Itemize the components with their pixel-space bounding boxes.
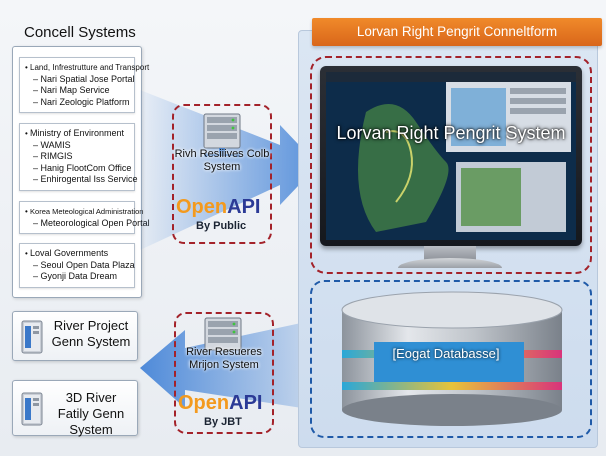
group-item: Seoul Open Data Plaza <box>25 260 135 272</box>
3d-river-system-box: 3D River Fatily Genn System <box>12 380 138 437</box>
upper-openapi-frame <box>172 104 272 244</box>
lower-arrow-shape <box>140 320 315 410</box>
system-frame <box>310 56 592 274</box>
group-heading: Land, Infrestrutture and Transport <box>25 62 149 74</box>
server-rack-icon <box>202 316 244 357</box>
platform-title: Lorvan Right Pengrit Conneltform <box>312 18 602 46</box>
upper-provider-label: By Public <box>196 220 247 232</box>
openapi-api-text: API <box>229 392 263 414</box>
server-icon <box>21 392 43 431</box>
group-item: Nari Zeologic Platform <box>25 97 130 109</box>
monitor-screen: Lorvan Right Pengrit System <box>326 72 576 240</box>
system-label: River Project Genn System <box>51 318 131 349</box>
system-group-land: Land, Infrestrutture and Transport Nari … <box>19 57 149 114</box>
group-item: Hanig FlootCom Office <box>25 163 132 175</box>
upper-openapi-logo: OpenAPI <box>176 196 260 219</box>
group-item: RIMGIS <box>25 151 129 163</box>
openapi-api-text: API <box>227 196 261 218</box>
group-item: WAMIS <box>25 140 129 152</box>
server-rack-icon <box>200 112 244 163</box>
group-item: Gyonji Data Dream <box>25 271 129 283</box>
upper-arrow-shape <box>140 90 318 250</box>
database-frame <box>310 280 592 438</box>
upper-system-label: Rivh Resiiives Colb System <box>174 148 270 173</box>
monitor-stand-neck <box>424 246 476 260</box>
lower-provider-label: By JBT <box>204 416 242 428</box>
database-cylinder-icon <box>334 290 570 435</box>
group-item: Nari Spatial Jose Portal <box>25 74 135 86</box>
group-item: Nari Map Service <box>25 85 129 97</box>
system-group-meteorology: Korea Meteological Administration Meteor… <box>19 201 150 235</box>
connected-systems-panel: Land, Infrestrutture and Transport Nari … <box>12 46 150 298</box>
database-label: [Eogat Databasse] <box>392 346 500 361</box>
openapi-open-text: Open <box>178 392 230 414</box>
system-group-local-governments: Loval Governments Seoul Open Data Plaza … <box>19 243 135 288</box>
server-icon <box>21 320 43 359</box>
map-screenshot-image <box>326 72 576 240</box>
system-label: 3D River Fatily Genn System <box>57 390 125 437</box>
openapi-open-text: Open <box>176 196 228 218</box>
lower-system-label: River Resueres Mrijon System <box>186 346 262 371</box>
monitor-title: Lorvan Right Pengrit System <box>336 123 566 143</box>
monitor-stand-base <box>398 258 502 268</box>
group-item: Enhirogental Iss Service <box>25 174 138 186</box>
monitor: Lorvan Right Pengrit System <box>320 66 582 246</box>
group-heading: Ministry of Environment <box>25 128 129 140</box>
group-heading: Korea Meteological Administration <box>25 206 143 218</box>
group-item: Meteorological Open Portal <box>25 218 150 230</box>
left-column-title: Concell Systems <box>24 24 136 41</box>
river-project-system-box: River Project Genn System <box>12 311 138 361</box>
lower-openapi-frame <box>174 312 274 434</box>
group-heading: Loval Governments <box>25 248 129 260</box>
lower-openapi-logo: OpenAPI <box>178 392 262 415</box>
system-group-environment: Ministry of Environment WAMIS RIMGIS Han… <box>19 123 138 191</box>
